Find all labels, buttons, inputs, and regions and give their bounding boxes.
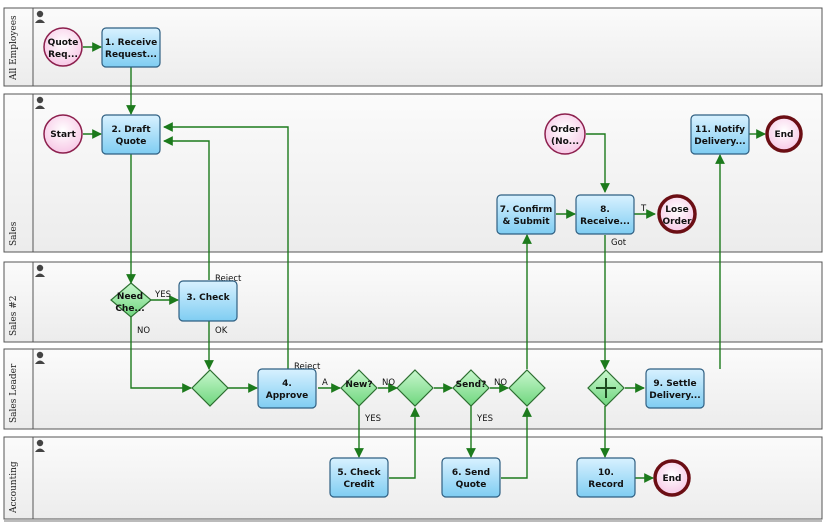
task-send-quote[interactable]: 6. Send Quote bbox=[441, 457, 501, 498]
flow-label-receive-t: T bbox=[640, 204, 647, 214]
flow-label-approve-a: A bbox=[322, 378, 328, 388]
flow-label-check-reject: Reject bbox=[215, 274, 242, 284]
task-settle-delivery[interactable]: 9. Settle Delivery... bbox=[645, 368, 705, 409]
sequence-flows bbox=[83, 42, 766, 483]
task-confirm-submit[interactable]: 7. Confirm & Submit bbox=[496, 194, 556, 235]
flow-check-reject[interactable] bbox=[163, 136, 210, 280]
task-label-line2: Delivery... bbox=[649, 391, 700, 401]
person-icon bbox=[35, 351, 45, 364]
event-lose-order[interactable]: Lose Order bbox=[657, 194, 697, 234]
flow-label-receive-got: Got bbox=[611, 238, 627, 248]
lane-label: Accounting bbox=[9, 461, 19, 514]
flow-label-send-no: NO bbox=[494, 378, 507, 388]
gateway-parallel[interactable] bbox=[587, 369, 625, 407]
gateway-merge-send[interactable] bbox=[508, 369, 546, 407]
task-label-line2: Credit bbox=[344, 480, 376, 490]
gateway-need-check[interactable]: Need Che... bbox=[110, 282, 152, 318]
event-label-line1: Order bbox=[550, 125, 580, 135]
task-check[interactable]: 3. Check bbox=[178, 280, 238, 322]
task-draft-quote[interactable]: 2. Draft Quote bbox=[101, 114, 161, 155]
task-label-line2: Delivery... bbox=[694, 137, 745, 147]
gateway-merge-credit[interactable] bbox=[396, 369, 434, 407]
lane-label: Sales Leader bbox=[9, 363, 19, 423]
gateway-label: New? bbox=[345, 380, 372, 390]
gateway-label: Send? bbox=[456, 380, 487, 390]
gateway-new[interactable]: New? bbox=[340, 369, 378, 407]
task-label-line1: 10. bbox=[598, 468, 614, 478]
gateway-label-line1: Need bbox=[117, 292, 143, 302]
lane-label: Sales #2 bbox=[9, 296, 19, 336]
task-label-line1: 11. Notify bbox=[695, 125, 745, 135]
task-label-line2: Record bbox=[588, 480, 623, 490]
task-label-line1: 9. Settle bbox=[653, 379, 696, 389]
flow-needcheck-no[interactable] bbox=[130, 317, 192, 393]
task-label-line2: Quote bbox=[456, 480, 487, 490]
flow-checkcredit-to-merge[interactable] bbox=[389, 407, 420, 479]
task-check-credit[interactable]: 5. Check Credit bbox=[329, 457, 389, 498]
event-quote-request[interactable]: Quote Req... bbox=[43, 27, 83, 67]
task-label-line2: Approve bbox=[266, 391, 308, 401]
task-label-line1: 1. Receive bbox=[105, 38, 157, 48]
flow-label-new-yes: YES bbox=[364, 414, 381, 424]
gateway-merge-check[interactable] bbox=[191, 369, 229, 407]
gateway-send[interactable]: Send? bbox=[452, 369, 490, 407]
flow-label-new-no: NO bbox=[382, 378, 395, 388]
task-label-line1: 8. bbox=[600, 205, 610, 215]
event-label: End bbox=[775, 130, 794, 140]
event-end-accounting[interactable]: End bbox=[653, 459, 691, 497]
event-start[interactable]: Start bbox=[43, 114, 83, 154]
flow-approve-reject[interactable] bbox=[163, 122, 289, 369]
task-label-line1: 6. Send bbox=[452, 468, 490, 478]
flow-sendquote-to-merge[interactable] bbox=[501, 407, 532, 479]
task-label-line2: Quote bbox=[116, 137, 147, 147]
flow-label-send-yes: YES bbox=[476, 414, 493, 424]
flow-label-check-ok: OK bbox=[215, 326, 228, 336]
task-label-line2: & Submit bbox=[502, 217, 550, 227]
task-label-line2: Request... bbox=[105, 50, 157, 60]
task-record[interactable]: 10. Record bbox=[576, 457, 636, 498]
person-icon bbox=[35, 439, 45, 452]
event-label-line1: Lose bbox=[665, 205, 688, 215]
event-label-line2: (No... bbox=[551, 137, 579, 147]
task-notify-delivery[interactable]: 11. Notify Delivery... bbox=[690, 114, 750, 155]
event-label-line1: Quote bbox=[48, 38, 79, 48]
plus-icon bbox=[596, 378, 616, 398]
task-label: 3. Check bbox=[186, 293, 230, 303]
task-receive-order[interactable]: 8. Receive... bbox=[575, 194, 635, 235]
flow-label-need-check-no: NO bbox=[137, 326, 150, 336]
person-icon bbox=[35, 96, 45, 109]
task-receive-request[interactable]: 1. Receive Request... bbox=[101, 27, 161, 68]
task-label-line1: 4. bbox=[282, 379, 292, 389]
task-approve[interactable]: 4. Approve bbox=[257, 368, 317, 409]
event-label-line2: Order bbox=[662, 217, 692, 227]
flow-label-approve-reject: Reject bbox=[294, 362, 321, 372]
lane-sales-2: Sales #2 bbox=[3, 261, 823, 343]
event-label-line2: Req... bbox=[48, 50, 78, 60]
task-label-line1: 5. Check bbox=[337, 468, 381, 478]
event-label: Start bbox=[50, 130, 76, 140]
task-label-line2: Receive... bbox=[580, 217, 630, 227]
task-label-line1: 7. Confirm bbox=[500, 205, 553, 215]
event-label: End bbox=[663, 474, 682, 484]
gateway-label-line2: Che... bbox=[115, 304, 144, 314]
lane-label: All Employees bbox=[9, 15, 19, 81]
event-end-sales[interactable]: End bbox=[765, 115, 803, 153]
flow-label-need-check-yes: YES bbox=[154, 290, 171, 300]
person-icon bbox=[35, 10, 45, 23]
event-order-notice[interactable]: Order (No... bbox=[544, 113, 586, 155]
person-icon bbox=[35, 264, 45, 277]
flow-labels: YES NO Reject OK Reject A NO YES NO YES … bbox=[137, 204, 647, 424]
task-label-line1: 2. Draft bbox=[111, 125, 151, 135]
flow-order-to-receive[interactable] bbox=[586, 133, 610, 193]
lane-label: Sales bbox=[9, 221, 19, 246]
